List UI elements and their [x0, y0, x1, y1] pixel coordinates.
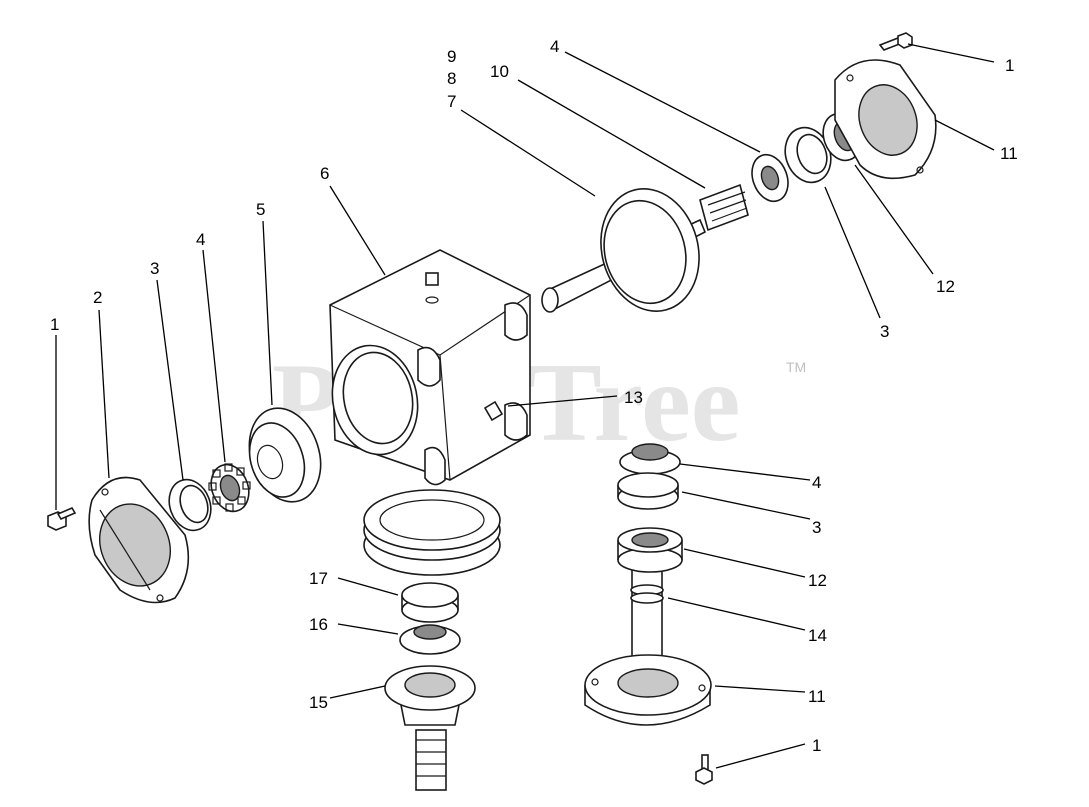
callout-17: 17	[309, 569, 328, 588]
callout-8: 8	[447, 69, 456, 88]
watermark-trademark: TM	[786, 359, 806, 375]
callout-4-lower: 4	[812, 473, 821, 492]
callout-14: 14	[808, 626, 827, 645]
callout-3-left: 3	[150, 259, 159, 278]
leader-lines	[55, 43, 995, 769]
callout-9: 9	[447, 47, 456, 66]
callout-10: 10	[490, 62, 509, 81]
callout-4-left: 4	[196, 230, 205, 249]
bearing-cone-upper-right	[751, 153, 789, 203]
plug-13	[483, 400, 504, 422]
gearbox-housing	[329, 249, 531, 486]
callout-12-upper: 12	[936, 277, 955, 296]
callout-1-lower: 1	[812, 736, 821, 755]
callout-12-lower: 12	[808, 571, 827, 590]
bearing-cone-left	[208, 463, 251, 513]
callout-2: 2	[93, 288, 102, 307]
callout-16: 16	[309, 615, 328, 634]
callout-4-upper: 4	[550, 37, 559, 56]
bearing-cone-16	[399, 624, 461, 655]
bolt-lower-right	[695, 754, 713, 785]
callout-1-left: 1	[50, 315, 59, 334]
callout-11-lower: 11	[808, 687, 826, 706]
callout-labels: 1 2 3 4 5 6 9 8 7 10 4 1 11 12 3 13 4 3 …	[50, 37, 1018, 755]
callout-1-upper: 1	[1005, 56, 1014, 75]
seal-carrier-15	[384, 665, 476, 791]
lower-right-cover-11	[584, 654, 712, 726]
callout-7: 7	[447, 92, 456, 111]
lower-right-cup-3	[617, 472, 679, 510]
callout-11-upper: 11	[1000, 144, 1018, 163]
end-cover-left	[88, 476, 190, 604]
input-shaft-assembly	[541, 183, 749, 313]
callout-5: 5	[256, 200, 265, 219]
bearing-cup-17	[401, 582, 459, 623]
bolt-upper-right	[878, 32, 913, 51]
callout-3-upper: 3	[880, 322, 889, 341]
bottom-collar	[363, 489, 501, 576]
bolt-left	[47, 506, 77, 531]
callout-6: 6	[320, 164, 329, 183]
lower-right-bearing-12	[617, 527, 683, 573]
callout-13: 13	[624, 388, 643, 407]
callout-3-lower: 3	[812, 518, 821, 537]
hub-5	[248, 407, 322, 503]
end-cover-upper-right	[834, 59, 937, 180]
bearing-cup-left	[168, 478, 212, 532]
lower-right-shaft-14	[630, 559, 664, 661]
callout-15: 15	[309, 693, 328, 712]
lower-right-cone-4	[619, 443, 681, 475]
